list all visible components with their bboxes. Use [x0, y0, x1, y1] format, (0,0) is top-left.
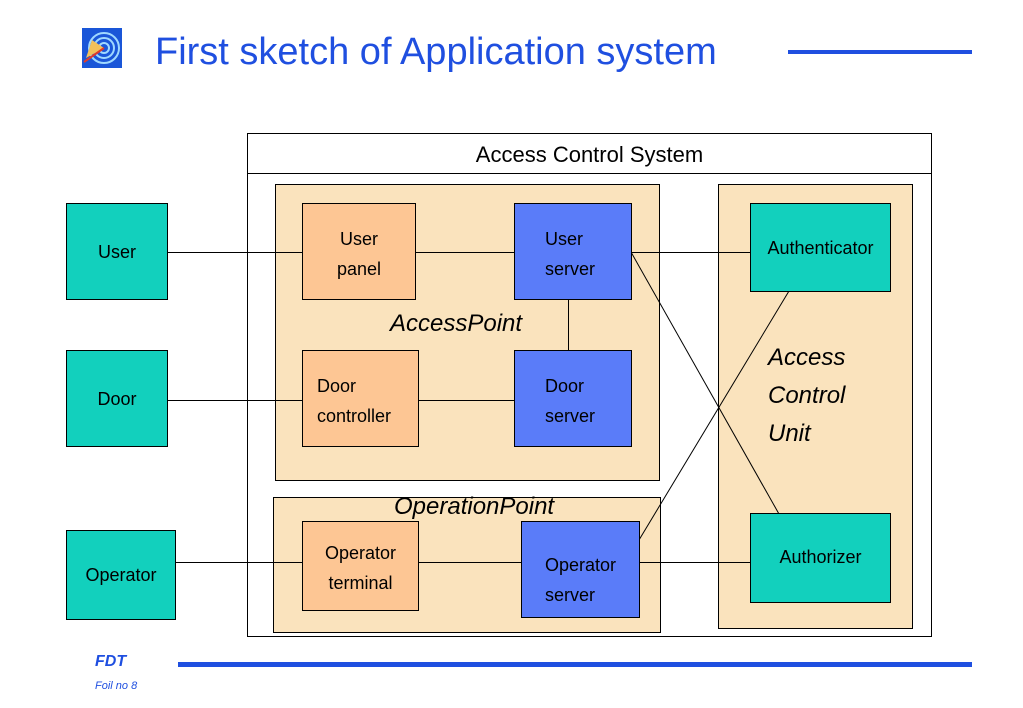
- door-server[interactable]: Door server: [514, 350, 632, 447]
- operator-server-line-1: Operator: [545, 555, 617, 575]
- user-server-line-1: User: [545, 229, 584, 249]
- link-operatorterminal-operatorserver: [418, 562, 522, 563]
- access-point-label: AccessPoint: [390, 310, 523, 337]
- actor-user-label: User: [97, 241, 136, 262]
- actor-operator-label: Operator: [85, 565, 157, 585]
- authorizer-label: Authorizer: [779, 547, 862, 567]
- user-panel[interactable]: User panel: [302, 203, 416, 300]
- authorizer[interactable]: Authorizer: [750, 513, 891, 603]
- actor-door[interactable]: Door: [66, 350, 168, 447]
- link-userserver-authenticator: [631, 252, 751, 253]
- door-server-line-2: server: [545, 406, 596, 426]
- title-rule: [788, 50, 972, 54]
- system-label: Access Control System: [475, 142, 704, 167]
- system-header-divider: [247, 173, 932, 174]
- acu-label-line-3: Unit: [768, 420, 811, 447]
- actor-user[interactable]: User: [66, 203, 168, 300]
- acu-label-line-2: Control: [768, 382, 846, 409]
- authenticator[interactable]: Authenticator: [750, 203, 891, 292]
- link-operatorserver-authorizer: [639, 562, 750, 563]
- operation-point-label: OperationPoint: [394, 493, 555, 520]
- user-panel-line-1: User: [339, 229, 378, 249]
- user-panel-line-2: panel: [336, 259, 382, 279]
- link-userserver-authorizer: [630, 251, 780, 515]
- footer-brand: FDT: [95, 653, 127, 670]
- authenticator-label: Authenticator: [767, 237, 874, 258]
- operator-terminal[interactable]: Operator terminal: [302, 521, 419, 611]
- door-controller-line-1: Door: [317, 376, 357, 396]
- operator-terminal-line-2: terminal: [328, 573, 393, 593]
- acu-label-line-1: Access: [768, 344, 846, 371]
- footer-foil-number: Foil no 8: [95, 680, 138, 692]
- link-doorcontroller-doorserver: [418, 400, 515, 401]
- operator-terminal-line-1: Operator: [324, 543, 397, 563]
- door-server-line-1: Door: [545, 376, 585, 396]
- link-operator-operatorterminal: [175, 562, 302, 563]
- access-control-unit-label: Access Control Unit: [768, 339, 845, 453]
- operator-server-line-2: server: [545, 585, 596, 605]
- footer-rule: [178, 662, 972, 667]
- link-userpanel-userserver: [415, 252, 515, 253]
- page-title: First sketch of Application system: [155, 31, 717, 73]
- link-operatorserver-authenticator: [638, 290, 790, 541]
- link-user-userpanel: [167, 252, 302, 253]
- target-radar-icon: [82, 28, 122, 68]
- door-controller-line-2: controller: [317, 406, 392, 426]
- actor-door-label: Door: [97, 388, 137, 409]
- operator-server[interactable]: Operator server: [521, 521, 640, 618]
- user-server-line-2: server: [545, 259, 596, 279]
- actor-operator[interactable]: Operator: [66, 530, 176, 620]
- link-userserver-doorserver: [568, 300, 569, 350]
- user-server[interactable]: User server: [514, 203, 632, 300]
- door-controller[interactable]: Door controller: [302, 350, 419, 447]
- link-door-doorcontroller: [167, 400, 302, 401]
